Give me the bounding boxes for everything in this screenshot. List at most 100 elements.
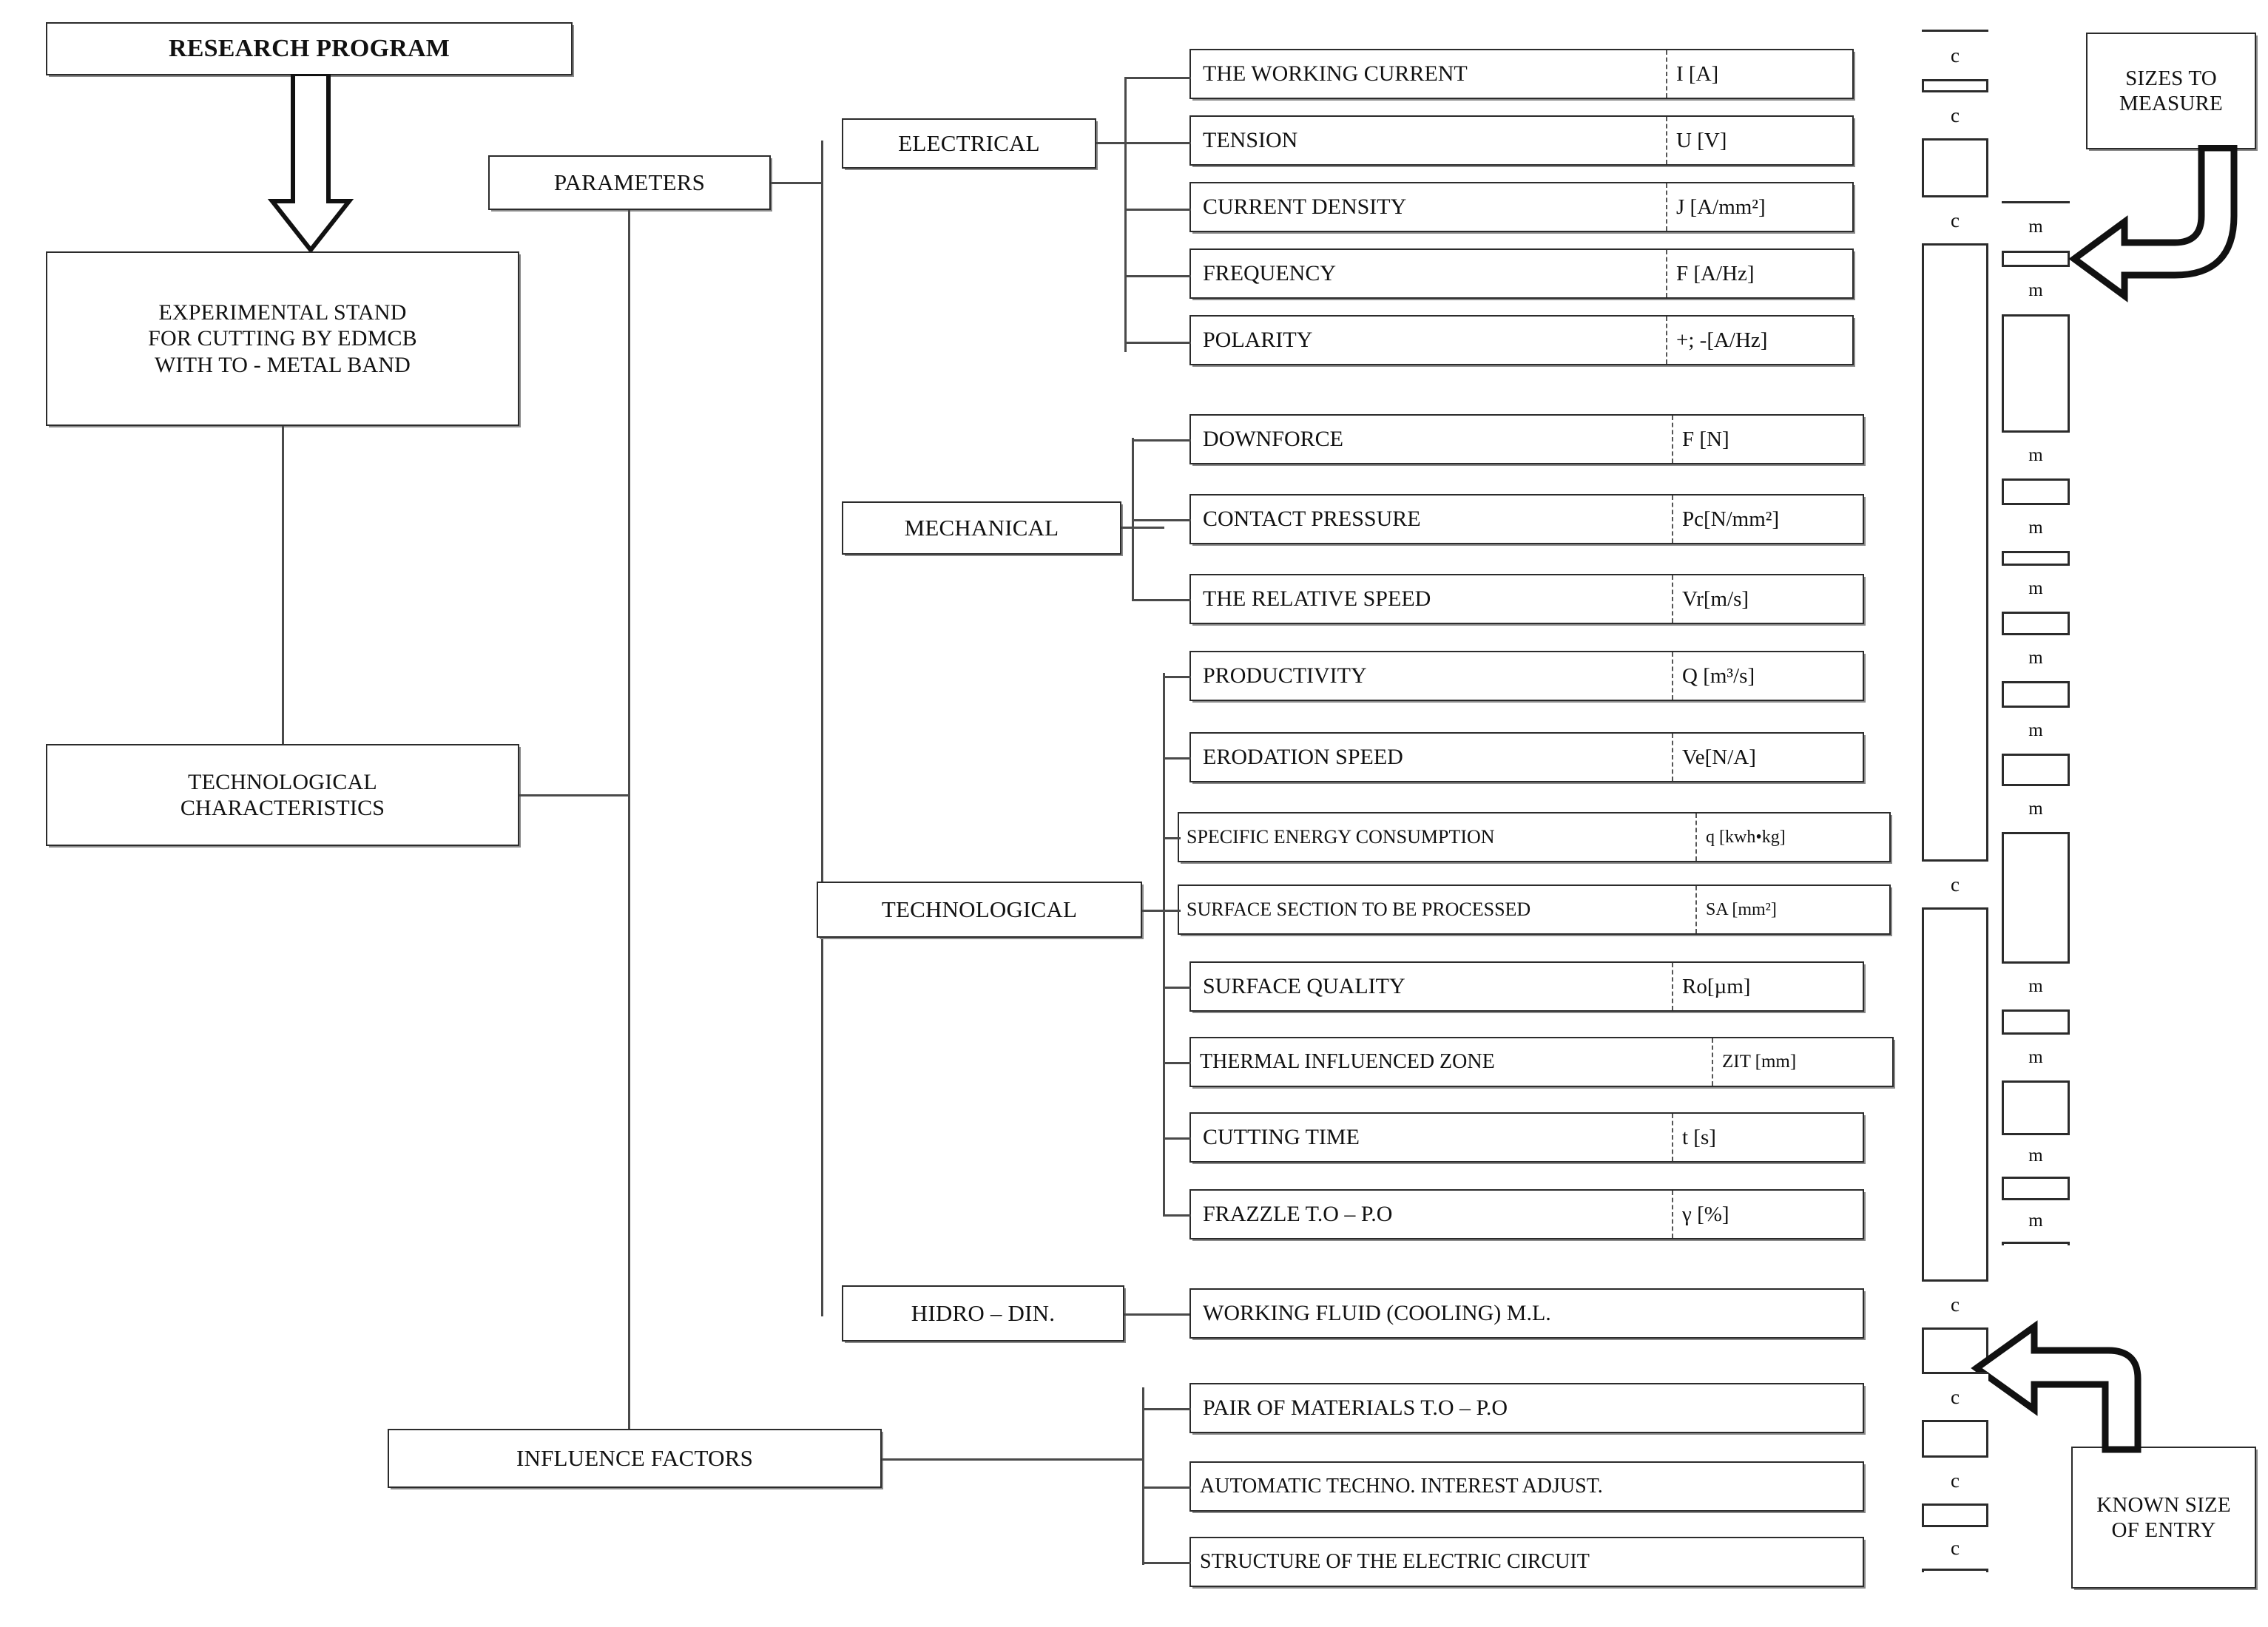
node-category-electrical[interactable]: ELECTRICAL xyxy=(842,118,1096,169)
subspine-electrical xyxy=(1124,77,1127,352)
connector-technological-0 xyxy=(1163,676,1191,678)
row-name: ERODATION SPEED xyxy=(1203,745,1403,769)
node-category-mechanical[interactable]: MECHANICAL xyxy=(842,501,1121,555)
curved-left-arrow-icon-bottom xyxy=(1971,1320,2142,1453)
sizes-to-measure-cell-8: m xyxy=(2002,961,2070,1012)
node-category-electrical-label: ELECTRICAL xyxy=(898,129,1040,156)
node-sizes-to-measure-line2: MEASURE xyxy=(2119,92,2223,115)
subspine-influence xyxy=(1142,1387,1144,1565)
node-experimental-stand-line3: WITH TO - METAL BAND xyxy=(155,352,411,377)
row-unit: γ [%] xyxy=(1672,1191,1863,1238)
row-technological-5[interactable]: THERMAL INFLUENCED ZONE ZIT [mm] xyxy=(1189,1037,1894,1087)
sizes-to-measure-cell-7: m xyxy=(2002,784,2070,834)
row-name: CUTTING TIME xyxy=(1203,1125,1360,1149)
row-electrical-3[interactable]: FREQUENCY F [A/Hz] xyxy=(1189,248,1854,299)
connector-category-spine xyxy=(821,141,823,1316)
row-influence-0[interactable]: PAIR OF MATERIALS T.O – P.O xyxy=(1189,1383,1864,1433)
row-name: SPECIFIC ENERGY CONSUMPTION xyxy=(1187,826,1495,848)
node-technological-characteristics-line1: TECHNOLOGICAL xyxy=(188,769,377,794)
row-name: AUTOMATIC TECHNO. INTEREST ADJUST. xyxy=(1200,1475,1603,1498)
node-sizes-to-measure[interactable]: SIZES TO MEASURE xyxy=(2086,33,2256,149)
row-name: SURFACE SECTION TO BE PROCESSED xyxy=(1187,899,1531,920)
node-experimental-stand-line1: EXPERIMENTAL STAND xyxy=(158,300,407,325)
row-influence-2[interactable]: STRUCTURE OF THE ELECTRIC CIRCUIT xyxy=(1189,1537,1864,1587)
curved-left-arrow-icon-top xyxy=(2068,145,2238,302)
row-technological-7[interactable]: FRAZZLE T.O – P.O γ [%] xyxy=(1189,1189,1864,1239)
connector-electrical-1 xyxy=(1124,142,1191,144)
node-known-size-of-entry-line1: KNOWN SIZE xyxy=(2096,1492,2231,1517)
node-parameters[interactable]: PARAMETERS xyxy=(488,155,771,210)
node-sizes-to-measure-line1: SIZES TO xyxy=(2125,66,2217,90)
down-block-arrow-icon xyxy=(267,74,354,254)
node-research-program[interactable]: RESEARCH PROGRAM xyxy=(46,22,573,75)
row-mechanical-2[interactable]: THE RELATIVE SPEED Vr[m/s] xyxy=(1189,574,1864,624)
row-technological-0[interactable]: PRODUCTIVITY Q [m³/s] xyxy=(1189,651,1864,701)
node-category-technological[interactable]: TECHNOLOGICAL xyxy=(817,882,1142,938)
node-category-hidro-din-label: HIDRO – DIN. xyxy=(911,1299,1056,1326)
connector-technological-4 xyxy=(1163,987,1191,989)
row-unit: Ve[N/A] xyxy=(1672,734,1863,781)
row-name: WORKING FLUID (COOLING) M.L. xyxy=(1203,1301,1551,1325)
row-technological-4[interactable]: SURFACE QUALITY Ro[µm] xyxy=(1189,961,1864,1012)
connector-technological-3 xyxy=(1163,910,1181,912)
node-experimental-stand[interactable]: EXPERIMENTAL STAND FOR CUTTING BY EDMCB … xyxy=(46,251,519,426)
row-electrical-4[interactable]: POLARITY +; -[A/Hz] xyxy=(1189,315,1854,365)
connector-technological-2 xyxy=(1163,837,1181,839)
sizes-to-measure-cell-3: m xyxy=(2002,503,2070,553)
connector-influence-1 xyxy=(1142,1486,1191,1489)
connector-electrical-2 xyxy=(1124,209,1191,211)
connector-influence-0 xyxy=(1142,1408,1191,1410)
row-unit: J [A/mm²] xyxy=(1666,183,1852,231)
sizes-to-measure-cell-2: m xyxy=(2002,430,2070,481)
known-size-cell-0: c xyxy=(1922,30,1988,81)
row-electrical-1[interactable]: TENSION U [V] xyxy=(1189,115,1854,166)
row-technological-6[interactable]: CUTTING TIME t [s] xyxy=(1189,1112,1864,1163)
row-unit: SA [mm²] xyxy=(1695,886,1889,933)
row-influence-1[interactable]: AUTOMATIC TECHNO. INTEREST ADJUST. xyxy=(1189,1461,1864,1512)
subspine-technological xyxy=(1163,673,1165,1214)
node-category-mechanical-label: MECHANICAL xyxy=(904,514,1059,541)
node-influence-factors-label: INFLUENCE FACTORS xyxy=(516,1444,754,1471)
row-name: DOWNFORCE xyxy=(1203,427,1344,451)
row-name: FRAZZLE T.O – P.O xyxy=(1203,1202,1393,1226)
row-unit: U [V] xyxy=(1666,117,1852,164)
connector-stand-to-techchar xyxy=(282,426,284,744)
connector-electrical-3 xyxy=(1124,275,1191,277)
row-name: FREQUENCY xyxy=(1203,261,1337,285)
row-unit: ZIT [mm] xyxy=(1712,1038,1892,1086)
row-electrical-0[interactable]: THE WORKING CURRENT I [A] xyxy=(1189,49,1854,99)
row-electrical-2[interactable]: CURRENT DENSITY J [A/mm²] xyxy=(1189,182,1854,232)
connector-mechanical-0 xyxy=(1132,439,1191,442)
row-hidro-0[interactable]: WORKING FLUID (COOLING) M.L. xyxy=(1189,1288,1864,1339)
known-size-cell-6: c xyxy=(1922,1455,1988,1506)
connector-technological-5 xyxy=(1163,1062,1191,1064)
node-technological-characteristics[interactable]: TECHNOLOGICAL CHARACTERISTICS xyxy=(46,744,519,846)
node-known-size-of-entry-line2: OF ENTRY xyxy=(2111,1518,2216,1542)
row-name: PRODUCTIVITY xyxy=(1203,663,1367,688)
node-influence-factors[interactable]: INFLUENCE FACTORS xyxy=(388,1429,882,1488)
row-name: THE WORKING CURRENT xyxy=(1203,61,1468,86)
row-unit: F [A/Hz] xyxy=(1666,250,1852,297)
known-size-strip xyxy=(1922,30,1988,1572)
node-known-size-of-entry[interactable]: KNOWN SIZE OF ENTRY xyxy=(2071,1447,2256,1589)
row-name: PAIR OF MATERIALS T.O – P.O xyxy=(1203,1396,1508,1420)
row-name: CURRENT DENSITY xyxy=(1203,195,1407,219)
row-unit: Pc[N/mm²] xyxy=(1672,495,1863,543)
known-size-cell-1: c xyxy=(1922,90,1988,141)
connector-electrical-4 xyxy=(1124,342,1191,344)
known-size-cell-3: c xyxy=(1922,859,1988,910)
row-technological-3[interactable]: SURFACE SECTION TO BE PROCESSED SA [mm²] xyxy=(1178,884,1891,935)
connector-parameters-trunk xyxy=(628,210,630,1457)
row-mechanical-0[interactable]: DOWNFORCE F [N] xyxy=(1189,414,1864,464)
row-technological-1[interactable]: ERODATION SPEED Ve[N/A] xyxy=(1189,732,1864,782)
node-category-hidro-din[interactable]: HIDRO – DIN. xyxy=(842,1285,1124,1342)
known-size-cell-4: c xyxy=(1922,1279,1988,1330)
row-name: SURFACE QUALITY xyxy=(1203,974,1405,998)
connector-techchar-to-trunk xyxy=(519,794,630,796)
sizes-to-measure-cell-0: m xyxy=(2002,201,2070,253)
row-technological-2[interactable]: SPECIFIC ENERGY CONSUMPTION q [kwh•kg] xyxy=(1178,812,1891,862)
row-unit: Ro[µm] xyxy=(1672,963,1863,1010)
connector-influence-to-subspine xyxy=(882,1458,1142,1461)
node-category-technological-label: TECHNOLOGICAL xyxy=(881,896,1078,922)
row-mechanical-1[interactable]: CONTACT PRESSURE Pc[N/mm²] xyxy=(1189,494,1864,544)
